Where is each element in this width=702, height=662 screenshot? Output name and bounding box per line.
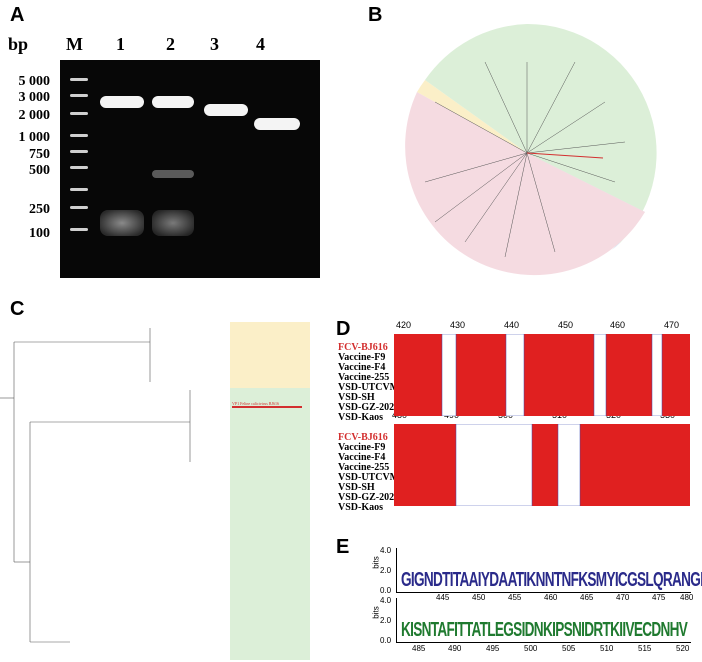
- ladder-band: [70, 166, 88, 169]
- ladder-band: [70, 228, 88, 231]
- logo-tick: 500: [524, 644, 537, 653]
- logo-tick: 485: [412, 644, 425, 653]
- marker-label: 3 000: [0, 90, 50, 106]
- marker-label: 100: [0, 226, 50, 242]
- logo-tick: 490: [448, 644, 461, 653]
- logo-tick: 450: [472, 593, 485, 602]
- ruler-label: 420: [396, 320, 411, 330]
- alignment-block-bottom: [394, 424, 690, 506]
- ruler-label: 450: [558, 320, 573, 330]
- lane-label-2: 2: [166, 34, 175, 55]
- panel-letter-e: E: [336, 536, 349, 559]
- tree-highlight-leaf: [232, 406, 302, 408]
- band-lane-4: [254, 118, 300, 130]
- logo-tick: 445: [436, 593, 449, 602]
- ladder-band: [70, 150, 88, 153]
- ladder-band: [70, 134, 88, 137]
- logo-tick: 465: [580, 593, 593, 602]
- ladder-band: [70, 78, 88, 81]
- ruler-label: 470: [664, 320, 679, 330]
- bp-unit-label: bp: [8, 34, 28, 55]
- marker-label: 500: [0, 163, 50, 179]
- lane-label-4: 4: [256, 34, 265, 55]
- logo-tick: 505: [562, 644, 575, 653]
- logo-tick: 495: [486, 644, 499, 653]
- tree-branches: [0, 328, 190, 642]
- lane-label-1: 1: [116, 34, 125, 55]
- band-lane-2-minor: [152, 170, 194, 178]
- smear-lane-1: [100, 210, 144, 236]
- band-lane-3: [204, 104, 248, 116]
- band-lane-1: [100, 96, 144, 108]
- logo-letters-row-1: GIGNDTITAAIYDAATIKNNTNFKSMYICGSLQRANGDK: [401, 569, 702, 592]
- panel-letter-c: C: [10, 298, 24, 321]
- tree-clade-green: [230, 388, 310, 660]
- marker-label: 1 000: [0, 130, 50, 146]
- logo-row-1: GIGNDTITAAIYDAATIKNNTNFKSMYICGSLQRANGDK: [396, 548, 691, 593]
- ladder-band: [70, 94, 88, 97]
- ruler-label: 460: [610, 320, 625, 330]
- panel-letter-a: A: [10, 4, 24, 27]
- logo-letters-row-2: KISNTAFITTATLEGSIDNKIPSNIDRTKIIVECDNHV: [401, 619, 687, 642]
- ruler-label: 430: [450, 320, 465, 330]
- sequence-name: VSD-Kaos: [338, 412, 383, 423]
- logo-tick: 520: [676, 644, 689, 653]
- smear-lane-2: [152, 210, 194, 236]
- marker-label: 750: [0, 147, 50, 163]
- circular-tree: [375, 22, 680, 284]
- ladder-band: [70, 206, 88, 209]
- sequence-name: VSD-Kaos: [338, 502, 383, 513]
- tree-highlight-label: VP1 Feline calicivirus BJ616: [232, 401, 279, 406]
- logo-ytick: 2.0: [380, 616, 391, 625]
- logo-tick: 470: [616, 593, 629, 602]
- logo-tick: 475: [652, 593, 665, 602]
- tree-clade-yellow: [230, 322, 310, 388]
- logo-tick: 455: [508, 593, 521, 602]
- ruler-label: 440: [504, 320, 519, 330]
- alignment-block-top: [394, 334, 690, 416]
- ladder-band: [70, 112, 88, 115]
- logo-ytick: 0.0: [380, 636, 391, 645]
- ladder-band: [70, 188, 88, 191]
- panel-letter-d: D: [336, 318, 350, 341]
- logo-tick: 515: [638, 644, 651, 653]
- lane-label-m: M: [66, 34, 83, 55]
- gel-image: [60, 60, 320, 278]
- logo-row-2: KISNTAFITTATLEGSIDNKIPSNIDRTKIIVECDNHV: [396, 598, 691, 643]
- marker-label: 2 000: [0, 108, 50, 124]
- rect-tree: [0, 322, 310, 662]
- logo-ytick: 2.0: [380, 566, 391, 575]
- logo-ytick: 0.0: [380, 586, 391, 595]
- logo-ytick: 4.0: [380, 546, 391, 555]
- band-lane-2: [152, 96, 194, 108]
- logo-tick: 480: [680, 593, 693, 602]
- logo-tick: 510: [600, 644, 613, 653]
- logo-tick: 460: [544, 593, 557, 602]
- marker-label: 250: [0, 202, 50, 218]
- marker-label: 5 000: [0, 74, 50, 90]
- lane-label-3: 3: [210, 34, 219, 55]
- logo-ytick: 4.0: [380, 596, 391, 605]
